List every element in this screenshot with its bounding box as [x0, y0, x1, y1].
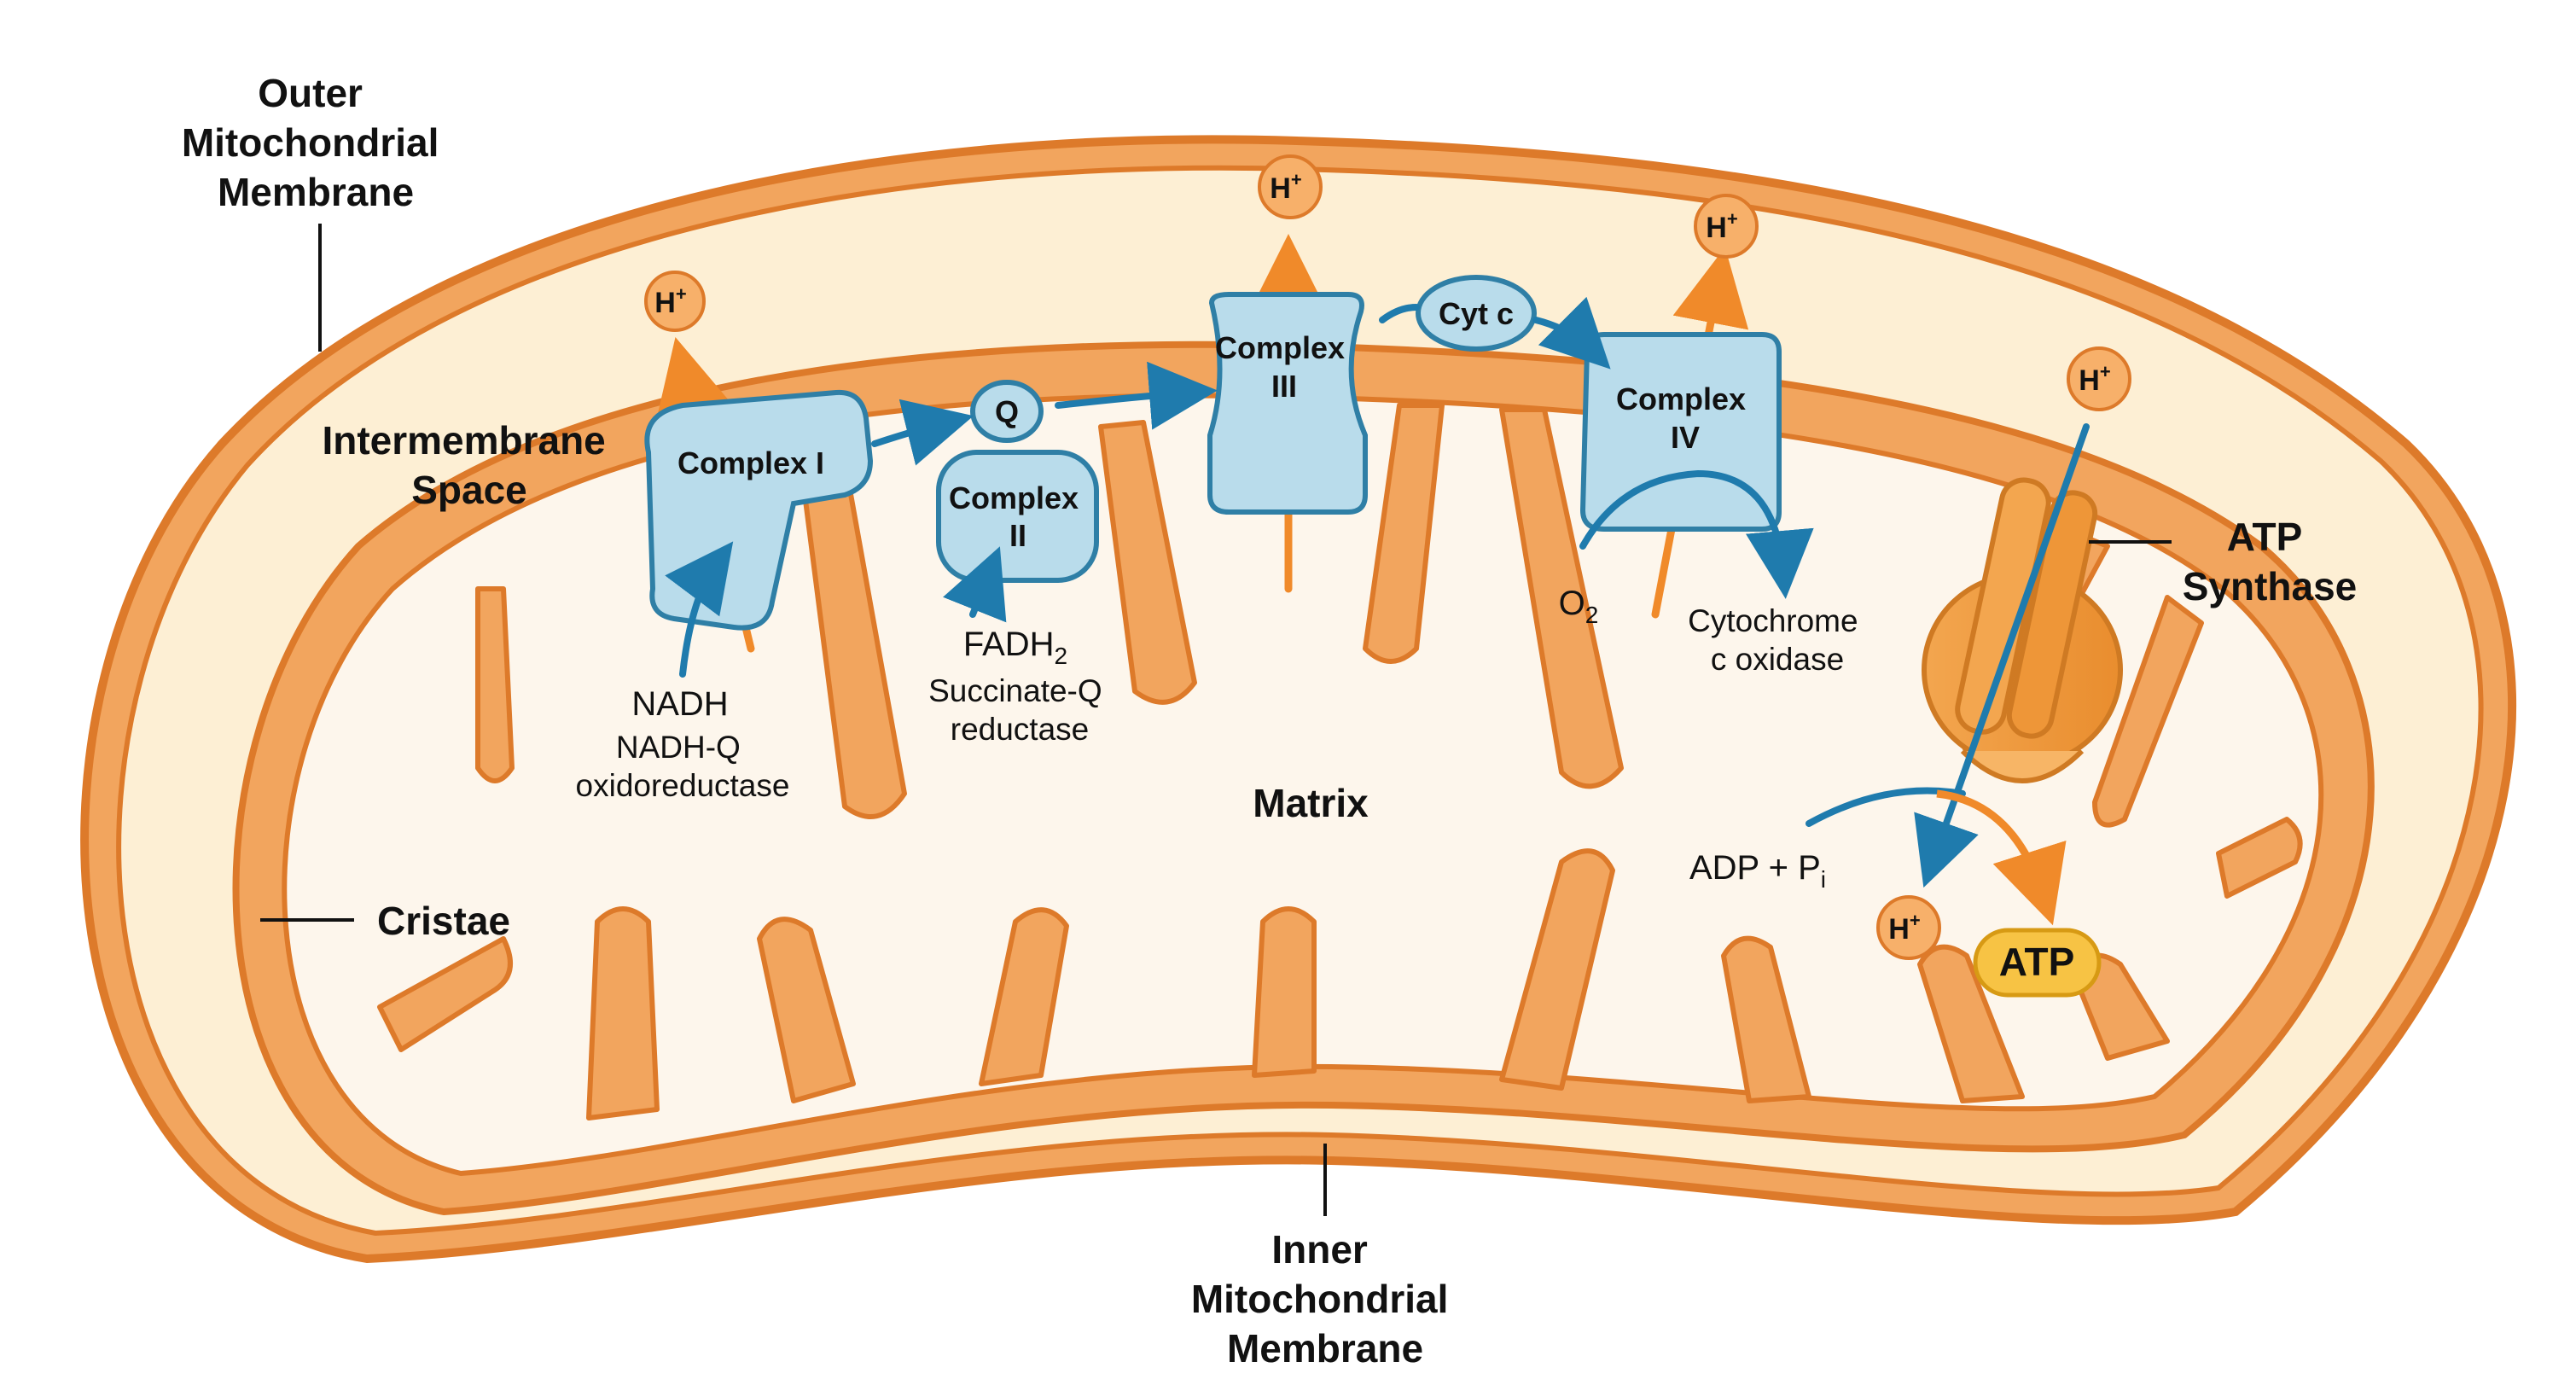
crista-top-1 — [475, 586, 515, 783]
crista-top-5 — [1499, 407, 1624, 789]
h-ion-1: H+ — [644, 271, 706, 332]
svg-text:H+: H+ — [1706, 208, 1737, 244]
complex3-to-cytc-arrow — [1379, 304, 1420, 323]
atp-badge: ATP — [1973, 928, 2102, 998]
crista-bottom-7 — [1721, 935, 1811, 1103]
h-ion-4: H+ — [2067, 346, 2131, 411]
cytochrome-c — [1416, 275, 1537, 352]
complex-2 — [936, 450, 1099, 583]
cytc-to-complex4-arrow — [1532, 296, 1611, 370]
adp-label: ADP + Pi — [1689, 849, 1826, 893]
crista-top-4 — [1363, 403, 1445, 664]
crista-bottom-3 — [757, 917, 856, 1103]
nadh-enzyme-label: NADH-Q oxidoreductase — [576, 730, 790, 803]
crista-bottom-8 — [1917, 944, 2025, 1103]
cox-enzyme-label: Cytochrome c oxidase — [1688, 603, 1867, 677]
h-ion-3: H+ — [1694, 194, 1759, 259]
nadh-arrow — [665, 541, 734, 678]
svg-text:H+: H+ — [1270, 169, 1301, 205]
cristae-folds-bottom — [377, 817, 2303, 1121]
o2-label: O2 — [1559, 585, 1599, 628]
atp-output-arrow — [1936, 789, 2067, 926]
crista-bottom-2 — [586, 906, 660, 1121]
complex-4-label: Complex IV — [1616, 381, 1754, 455]
complex-2-label: Complex II — [949, 480, 1087, 553]
crista-top-2 — [800, 458, 907, 819]
crista-bottom-1 — [377, 936, 513, 1052]
crista-bottom-5 — [1252, 906, 1317, 1078]
inner-membrane-label: Inner Mitochondrial Membrane — [1191, 1227, 1459, 1371]
crista-top-7 — [2092, 595, 2204, 828]
fadh-enzyme-label: Succinate-Q reductase — [928, 673, 1111, 747]
q-to-complex3-arrow — [1055, 361, 1218, 430]
crista-bottom-4 — [979, 907, 1069, 1086]
o2-arrow — [1579, 469, 1814, 599]
cytc-label: Cyt c — [1439, 296, 1514, 331]
nadh-label: NADH — [631, 685, 728, 723]
svg-text:H+: H+ — [654, 283, 686, 319]
complex1-to-q-arrow — [871, 399, 974, 466]
crista-bottom-10 — [2216, 817, 2303, 899]
q-label: Q — [995, 394, 1019, 429]
h-ion-2: H+ — [1258, 154, 1323, 219]
atp-synthase-proton-arrow — [1914, 423, 2090, 888]
complex-1-label: Complex I — [677, 445, 824, 480]
svg-text:H+: H+ — [1888, 910, 1920, 946]
svg-text:ATP: ATP — [1999, 940, 2075, 984]
cristae-label: Cristae — [377, 899, 510, 943]
atp-synthase-label: ATP Synthase — [2183, 515, 2358, 608]
h-ion-5: H+ — [1876, 895, 1941, 960]
intermembrane-space-label: Intermembrane Space — [322, 418, 616, 512]
atp-synthase-shape — [1922, 477, 2123, 783]
outer-membrane-label: Outer Mitochondrial Membrane — [182, 71, 450, 214]
crista-bottom-6 — [1499, 848, 1615, 1091]
complex-3-label: Complex III — [1215, 330, 1353, 404]
fadh2-label: FADH2 — [963, 626, 1067, 669]
crista-top-3 — [1098, 420, 1197, 705]
matrix-label: Matrix — [1253, 781, 1369, 825]
fadh2-arrow — [943, 546, 1007, 623]
svg-text:H+: H+ — [2079, 361, 2110, 397]
